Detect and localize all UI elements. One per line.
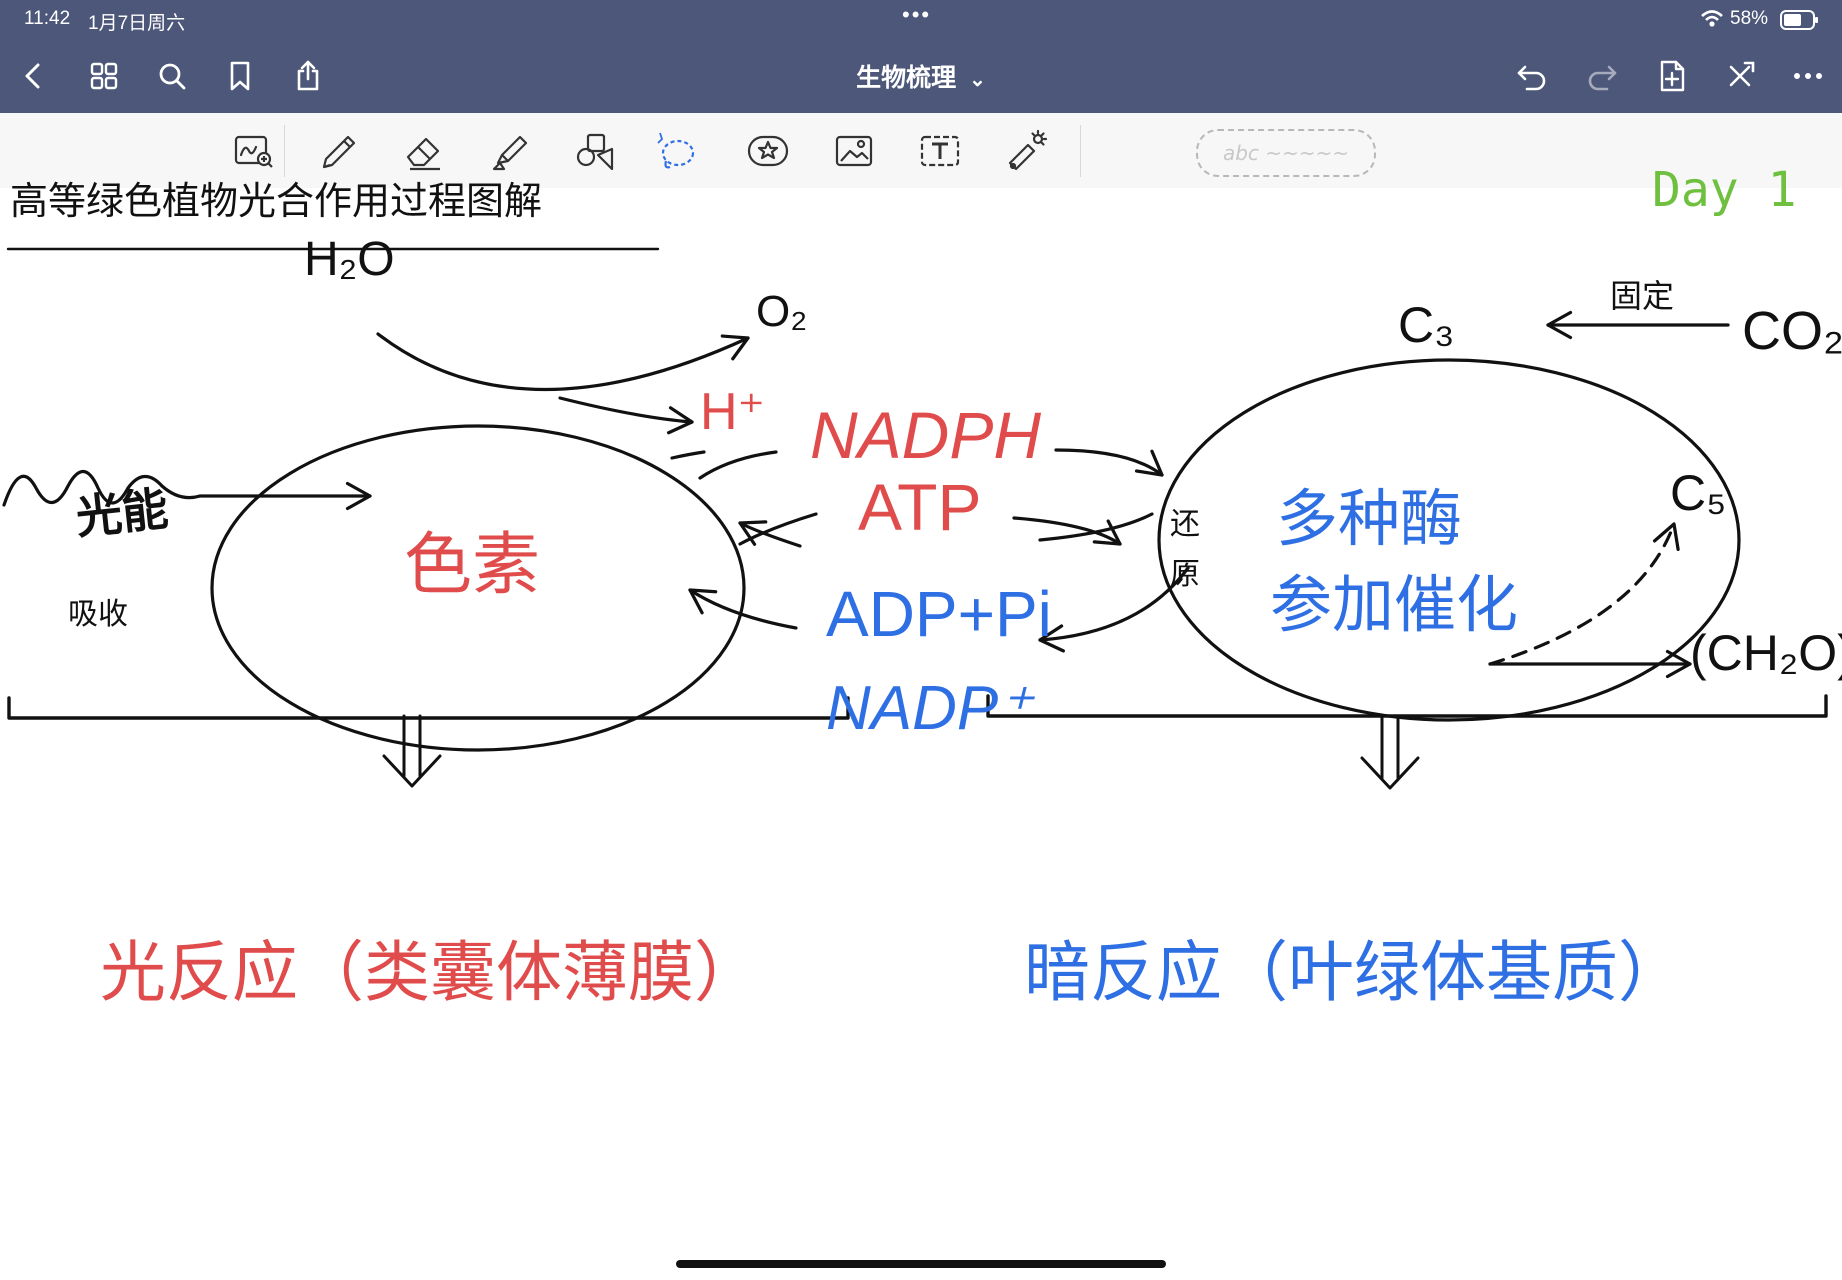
note-title: 高等绿色植物光合作用过程图解	[10, 179, 543, 223]
toolbar-divider	[284, 125, 285, 177]
nadph-link	[698, 450, 778, 480]
c3-label: C₃	[1398, 297, 1455, 353]
adp-pi-label: ADP+Pi	[826, 578, 1052, 650]
h2o-to-h-plus-arrow	[558, 396, 694, 435]
note-canvas[interactable]: 高等绿色植物光合作用过程图解 Day 1 H₂O O₂ H⁺ 光能 吸收 色素 …	[0, 166, 1842, 1280]
day-label: Day 1	[1652, 162, 1797, 218]
h2o-to-o2-arrow	[376, 332, 750, 392]
atp-to-dark-arrow	[1012, 516, 1122, 546]
highlighter-icon[interactable]	[482, 125, 538, 177]
light-double-arrow	[382, 714, 442, 788]
share-icon[interactable]	[286, 54, 330, 98]
battery-percent: 58%	[1730, 8, 1769, 29]
sticker-icon[interactable]	[740, 125, 796, 177]
wifi-icon	[1700, 9, 1724, 33]
grid-icon[interactable]	[82, 54, 126, 98]
fixation-label: 固定	[1610, 277, 1675, 315]
search-icon[interactable]	[150, 54, 194, 98]
light-energy-label: 光能	[73, 481, 171, 545]
nadph-label: NADPH	[810, 398, 1042, 472]
document-title[interactable]: 生物梳理	[856, 64, 957, 92]
back-icon[interactable]	[12, 54, 56, 98]
nav-bar: 生物梳理 ⌄	[0, 38, 1842, 113]
light-wave	[2, 469, 202, 507]
status-time: 11:42	[24, 8, 71, 29]
nadp-from-dark	[1038, 566, 1190, 653]
battery-icon	[1780, 9, 1820, 35]
o2-label: O₂	[756, 287, 808, 336]
pen-icon[interactable]	[310, 125, 366, 177]
toolbar-divider	[1080, 125, 1081, 177]
light-bracket	[7, 696, 850, 720]
h-plus-label: H⁺	[700, 383, 765, 441]
thylakoid-ellipse	[210, 424, 746, 752]
adp-return-arrow	[1038, 512, 1154, 542]
reduction-label-1: 还	[1170, 507, 1200, 542]
shapes-icon[interactable]	[568, 125, 624, 177]
status-bar: 11:42 1月7日周六 ••• 58%	[0, 0, 1842, 38]
dark-double-arrow	[1360, 716, 1420, 790]
multitask-dots[interactable]: •••	[902, 2, 932, 27]
redo-icon[interactable]	[1580, 54, 1624, 98]
c5-regeneration-arrow	[1488, 522, 1680, 666]
text-icon[interactable]	[912, 125, 968, 177]
dark-reaction-label: 暗反应（叶绿体基质）	[1024, 934, 1684, 1011]
nadp-to-light-arrow	[688, 588, 798, 630]
close-icon[interactable]	[1718, 54, 1762, 98]
h2o-label: H₂O	[304, 233, 395, 286]
more-icon[interactable]	[1786, 54, 1830, 98]
ch2o-label: (CH₂O)	[1690, 625, 1842, 681]
pen-preset-preview[interactable]: abc ~~~~~	[1196, 129, 1376, 177]
undo-icon[interactable]	[1510, 54, 1554, 98]
diagram-drawing	[2, 247, 1828, 790]
chevron-down-icon[interactable]: ⌄	[969, 69, 986, 91]
enzymes-label-2: 参加催化	[1270, 568, 1519, 641]
atp-label: ATP	[858, 470, 982, 544]
reduction-label-2: 原	[1170, 557, 1200, 592]
add-page-icon[interactable]	[1650, 54, 1694, 98]
eraser-icon[interactable]	[396, 125, 452, 177]
nadph-to-dark-arrow	[1054, 448, 1164, 477]
co2-label: CO₂	[1742, 301, 1842, 361]
light-reaction-label: 光反应（类囊体薄膜）	[100, 934, 760, 1011]
stroma-ellipse	[1157, 358, 1741, 722]
lasso-icon[interactable]	[648, 125, 704, 177]
document-title-area: 生物梳理 ⌄	[0, 58, 1842, 94]
adp-to-light-arrow	[738, 520, 802, 548]
c5-label: C₅	[1670, 465, 1727, 521]
zoom-box-icon[interactable]	[226, 125, 282, 177]
enzymes-label-1: 多种酶	[1276, 482, 1463, 555]
bookmark-icon[interactable]	[218, 54, 262, 98]
laser-pointer-icon[interactable]	[998, 125, 1054, 177]
image-icon[interactable]	[826, 125, 882, 177]
absorb-label: 吸收	[68, 597, 128, 632]
drawing-toolbar: abc ~~~~~	[0, 113, 1842, 189]
status-date: 1月7日周六	[88, 13, 186, 34]
dark-bracket	[986, 694, 1828, 718]
h-plus-link	[670, 450, 706, 460]
pigment-label: 色素	[404, 526, 541, 605]
home-indicator[interactable]	[676, 1260, 1166, 1268]
nadp-plus-label: NADP⁺	[826, 674, 1031, 743]
